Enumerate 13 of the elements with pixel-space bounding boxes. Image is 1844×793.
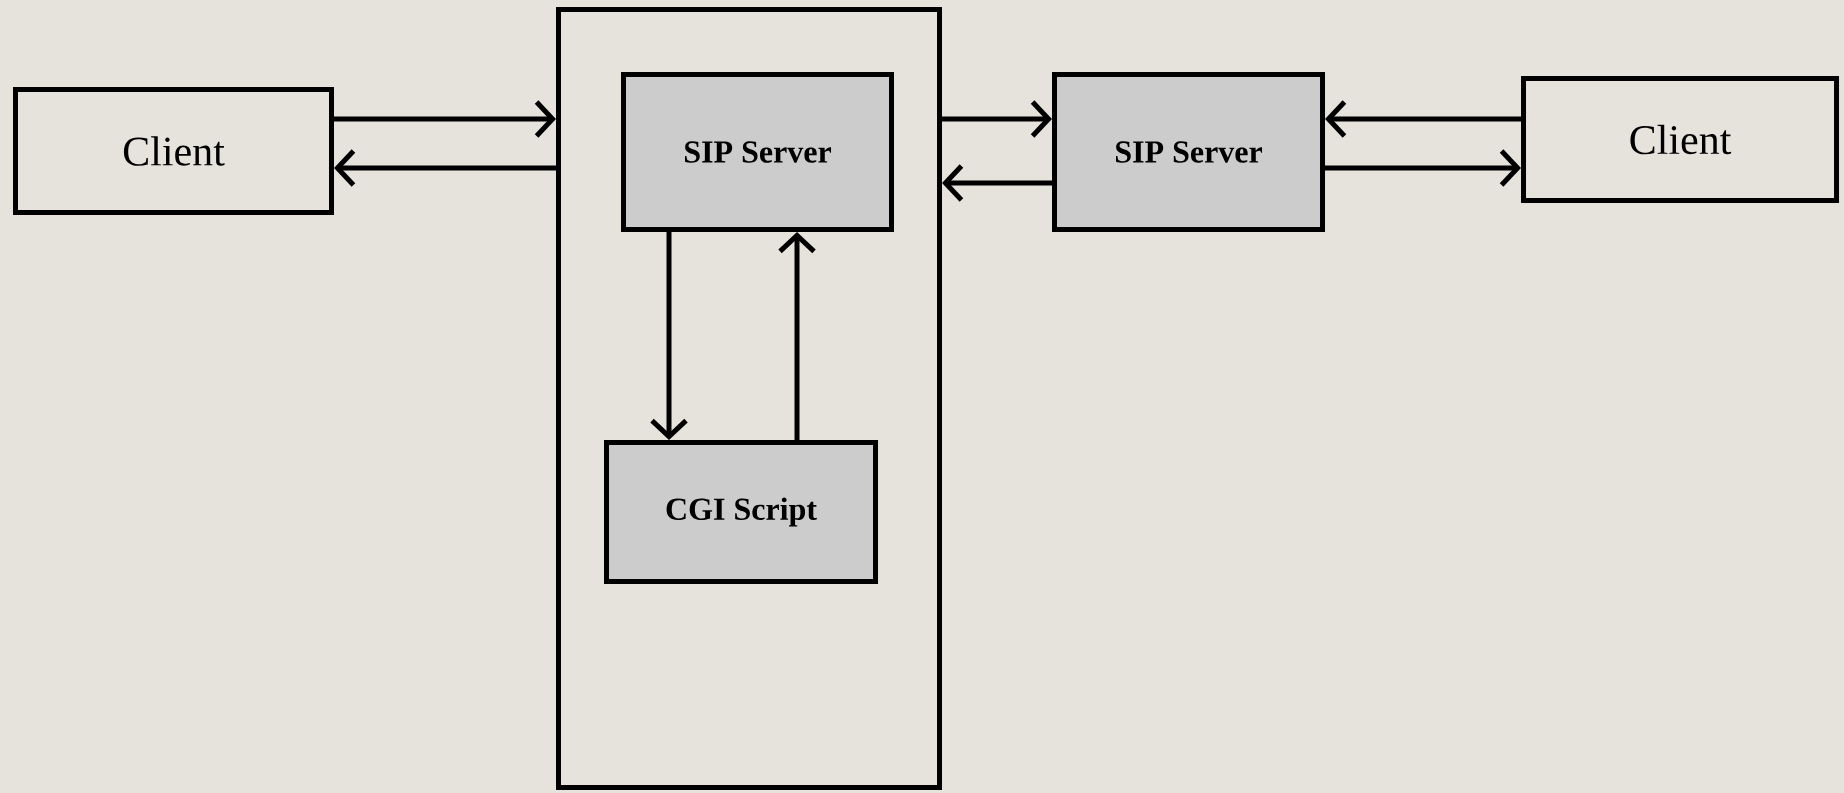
process-box: Client — [1521, 76, 1839, 203]
process-box: Client — [13, 87, 334, 215]
process-box: SIP Server — [1052, 72, 1325, 232]
arrow — [778, 232, 816, 440]
process-box: CGI Script — [604, 440, 878, 584]
arrow — [942, 100, 1052, 138]
arrow — [1325, 100, 1521, 138]
process-box: SIP Server — [621, 72, 894, 232]
arrow — [942, 164, 1052, 202]
arrow — [650, 232, 688, 440]
arrow — [334, 100, 556, 138]
arrow — [334, 149, 556, 187]
arrow — [1325, 149, 1522, 187]
